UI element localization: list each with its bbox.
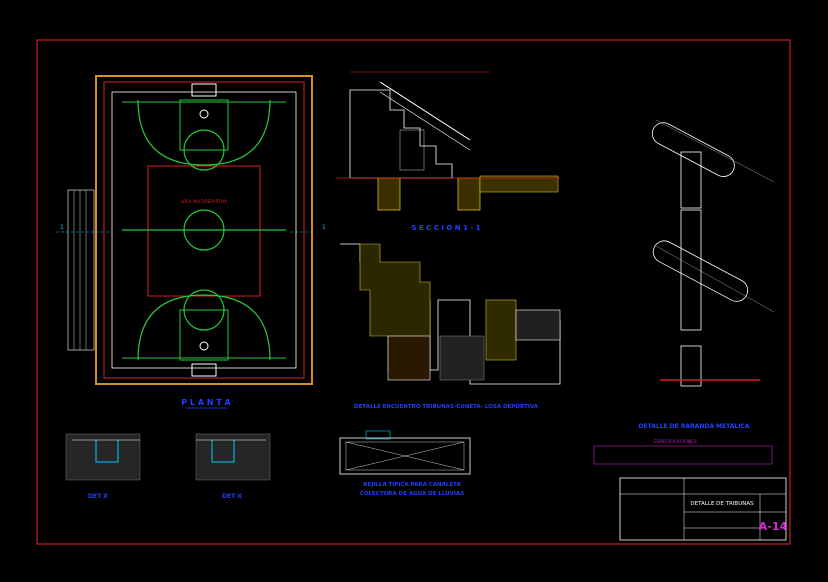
drawing-name: DETALLE DE TRIBUNAS bbox=[690, 501, 754, 507]
grate-title-1: REJILLA TIPICA PARA CANALETA bbox=[363, 482, 461, 488]
specifications-box bbox=[593, 445, 773, 465]
section-mark-right: 1 bbox=[322, 224, 326, 231]
slab-label: LOSA MULTIDEPORTIVA bbox=[181, 199, 227, 204]
railing-detail bbox=[651, 119, 775, 387]
detail-x-right-title: DET X bbox=[222, 493, 242, 500]
railing-title: DETALLE DE BARANDA METALICA bbox=[638, 423, 749, 430]
sheet-code: A-14 bbox=[759, 520, 788, 533]
encounter-detail bbox=[340, 243, 561, 385]
sheet-frame bbox=[36, 39, 791, 545]
title-block bbox=[619, 477, 787, 541]
section-title: S E C C I O N 1 - 1 bbox=[411, 224, 480, 232]
detail-x-left bbox=[65, 433, 141, 481]
section-view bbox=[336, 71, 560, 211]
section-mark-left: 1 bbox=[60, 224, 64, 231]
detail-x-right bbox=[195, 433, 271, 481]
grate-detail bbox=[339, 430, 471, 475]
specifications-heading: ESPECIFICACIONES bbox=[654, 439, 697, 445]
grate-title-2: COLECTORA DE AGUA DE LLUVIAS bbox=[360, 491, 464, 497]
court-plan bbox=[56, 75, 313, 385]
detail-x-left-title: DET X bbox=[88, 493, 108, 500]
encounter-title: DETALLE ENCUENTRO TRIBUNAS-CUNETA- LOSA … bbox=[354, 404, 539, 410]
plan-title: P L A N T A bbox=[181, 398, 231, 407]
